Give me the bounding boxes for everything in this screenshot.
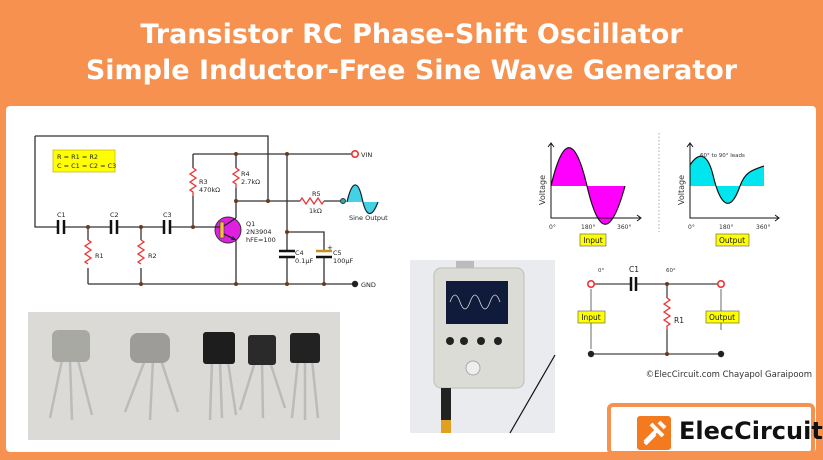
vin-terminal — [350, 150, 359, 159]
label-r5: R5 — [312, 190, 321, 198]
note-line-1: R = R1 = R2 — [57, 153, 98, 161]
output-ylabel: Voltage — [677, 175, 686, 205]
label-c5-value: 100µF — [333, 257, 354, 265]
label-gnd: GND — [361, 281, 376, 289]
label-q1-hfe: hFE=100 — [246, 236, 276, 244]
label-r5-value: 1kΩ — [309, 207, 322, 215]
r1-resistor — [83, 239, 93, 265]
label-c3: C3 — [163, 211, 172, 219]
output-tick-0: 0° — [688, 224, 695, 231]
input-graph: Voltage 0° 180° 360° Input — [538, 142, 642, 247]
transistors-photo — [28, 312, 340, 440]
rc-label-r1: R1 — [674, 316, 684, 325]
title-line-2: Simple Inductor-Free Sine Wave Generator — [85, 55, 738, 86]
label-vin: VIN — [361, 151, 372, 159]
label-c4: C4 — [295, 249, 304, 257]
output-tick-180: 180° — [719, 224, 733, 231]
gnd-terminal — [351, 280, 359, 288]
output-tick-360: 360° — [756, 224, 770, 231]
svg-text:+: + — [327, 244, 333, 252]
output-graph: Voltage 60° to 90° leads 0° 180° 360° Ou… — [677, 142, 780, 247]
r2-resistor — [136, 239, 146, 265]
input-tick-360: 360° — [617, 224, 631, 231]
angle-out: 60° — [666, 268, 676, 274]
label-c2: C2 — [110, 211, 119, 219]
input-ylabel: Voltage — [538, 175, 547, 205]
output-graph-label: Output — [719, 236, 745, 245]
label-r4: R4 — [241, 170, 250, 178]
label-c4-value: 0.1µF — [295, 257, 313, 265]
q1-transistor — [214, 216, 242, 244]
label-r2: R2 — [148, 252, 157, 260]
label-r4-value: 2.7kΩ — [241, 178, 260, 186]
note-line-2: C = C1 = C2 = C3 — [57, 162, 116, 170]
angle-in: 0° — [598, 268, 604, 274]
label-r3: R3 — [199, 178, 208, 186]
label-r1: R1 — [95, 252, 104, 260]
label-sine-output: Sine Output — [349, 214, 388, 222]
label-c1: C1 — [57, 211, 66, 219]
title-line-1: Transistor RC Phase-Shift Oscillator — [140, 19, 683, 50]
rc-input-label: Input — [581, 313, 600, 322]
r5-resistor — [299, 196, 325, 206]
copyright: ©ElecCircuit.com Chayapol Garaipoom — [645, 370, 812, 380]
elec-circuit-logo: ElecCircuit — [607, 403, 823, 455]
rc-label-c1: C1 — [629, 265, 639, 274]
lead-note: 60° to 90° leads — [700, 153, 745, 159]
r3-resistor — [188, 167, 198, 196]
logo-text: ElecCircuit — [679, 417, 823, 445]
input-tick-180: 180° — [581, 224, 595, 231]
sine-output-icon — [346, 184, 379, 215]
label-q1: Q1 — [246, 220, 255, 228]
label-c5: C5 — [333, 249, 342, 257]
oscilloscope-photo — [410, 260, 556, 434]
logo-icon — [637, 416, 671, 450]
output-terminal — [340, 198, 346, 204]
rc-diagram: C1 R1 0° 60° Input Output — [577, 265, 740, 358]
label-r3-value: 470kΩ — [199, 186, 220, 194]
input-graph-label: Input — [583, 236, 602, 245]
input-tick-0: 0° — [549, 224, 556, 231]
rc-output-label: Output — [709, 313, 735, 322]
note-box — [52, 149, 116, 173]
label-q1-part: 2N3904 — [246, 228, 272, 236]
r4-resistor — [231, 167, 241, 188]
